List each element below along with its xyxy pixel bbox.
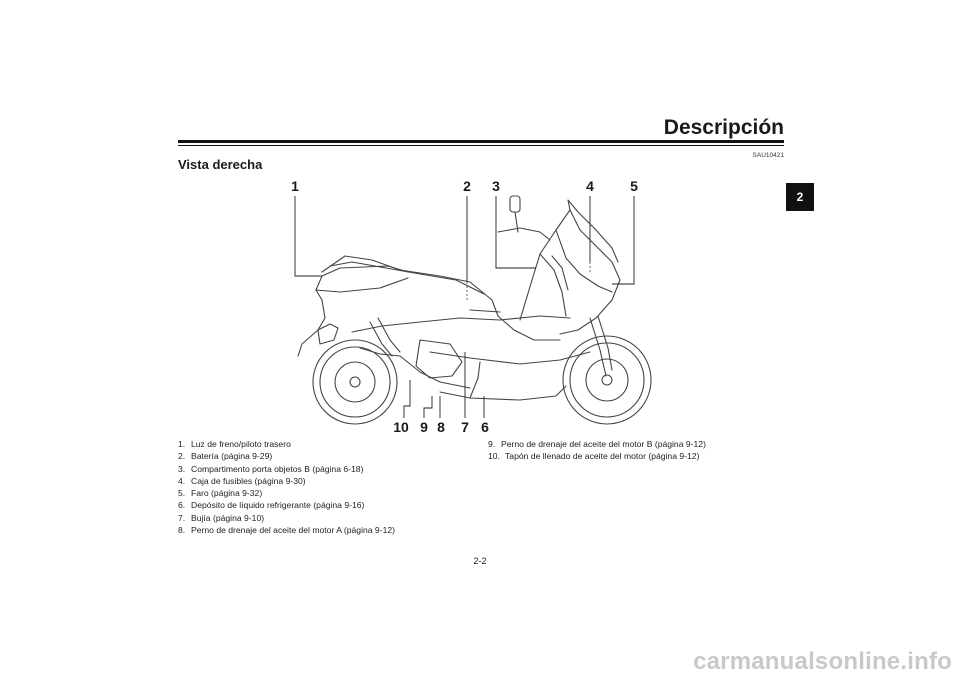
callout-9: 9	[420, 419, 428, 435]
callout-10: 10	[393, 419, 409, 435]
callout-7: 7	[461, 419, 469, 435]
legend-item: 9.Perno de drenaje del aceite del motor …	[488, 439, 706, 449]
legend-item: 8.Perno de drenaje del aceite del motor …	[178, 525, 395, 536]
callout-1: 1	[291, 178, 299, 194]
leader-10	[403, 380, 411, 418]
leader-5	[612, 196, 635, 285]
legend-item: 5.Faro (página 9-32)	[178, 488, 263, 499]
page-number: 2-2	[473, 556, 487, 566]
legend-item: 10.Tapón de llenado de aceite del motor …	[488, 451, 700, 462]
engine-cover	[415, 339, 463, 379]
mirror	[509, 195, 521, 213]
legend-item: 3.Compartimento porta objetos B (página …	[178, 463, 364, 474]
rear-brake-disc	[334, 361, 376, 403]
callout-8: 8	[437, 419, 445, 435]
legend-item: 6.Depósito de líquido refrigerante (pági…	[178, 500, 365, 511]
callout-5: 5	[630, 178, 638, 194]
legend-left: 1.Luz de freno/piloto trasero 2.Batería …	[178, 438, 395, 536]
front-tire	[562, 335, 652, 425]
section-title: Descripción	[663, 116, 784, 139]
front-brake-disc	[585, 358, 629, 402]
callout-6: 6	[481, 419, 489, 435]
callout-3: 3	[492, 178, 500, 194]
header-rule	[178, 140, 784, 143]
legend-item: 4.Caja de fusibles (página 9-30)	[178, 475, 306, 486]
leader-9	[423, 396, 433, 418]
legend-item: 2.Batería (página 9-29)	[178, 451, 273, 462]
reference-code: SAU10421	[752, 152, 784, 159]
leader-1	[294, 196, 322, 277]
callout-4: 4	[586, 178, 594, 194]
legend-right: 9.Perno de drenaje del aceite del motor …	[488, 438, 706, 463]
muffler	[317, 323, 339, 345]
watermark: carmanualsonline.info	[693, 648, 952, 675]
legend-item: 1.Luz de freno/piloto trasero	[178, 439, 291, 449]
subheading: Vista derecha	[178, 157, 263, 172]
leader-3	[495, 196, 536, 269]
callout-2: 2	[463, 178, 471, 194]
header-rule-thin	[178, 145, 784, 146]
legend-item: 7.Bujía (página 9-10)	[178, 512, 265, 523]
rear-tire	[312, 339, 398, 425]
chapter-tab[interactable]: 2	[786, 183, 814, 211]
